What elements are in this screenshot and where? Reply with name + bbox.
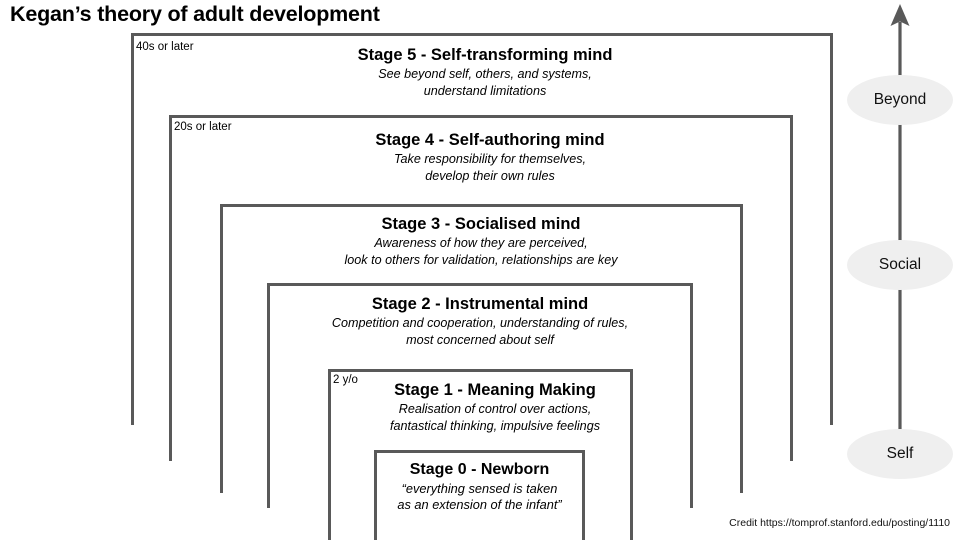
stage-heading-stage-5: Stage 5 - Self-transforming mind — [357, 46, 613, 64]
stage-heading-stage-4: Stage 4 - Self-authoring mind — [375, 131, 605, 149]
stage-text-stage-5: Stage 5 - Self-transforming mind See bey… — [280, 46, 690, 99]
stage-heading-stage-3: Stage 3 - Socialised mind — [381, 215, 581, 233]
upward-arrow-icon — [890, 4, 910, 432]
stage-desc-line: look to others for validation, relations… — [344, 252, 618, 267]
page-title: Kegan’s theory of adult development — [10, 2, 380, 26]
stage-desc-stage-4: Take responsibility for themselves, deve… — [290, 151, 690, 183]
stage-text-stage-1: Stage 1 - Meaning Making Realisation of … — [345, 381, 645, 434]
stage-desc-line: Take responsibility for themselves, — [393, 152, 587, 167]
axis-node-label: Self — [886, 445, 914, 462]
axis-node-beyond: Beyond — [847, 75, 953, 125]
axis-node-social: Social — [847, 240, 953, 290]
stage-desc-line: Awareness of how they are perceived, — [374, 236, 588, 251]
stage-desc-line: Realisation of control over actions, — [398, 402, 592, 417]
stage-desc-stage-2: Competition and cooperation, understandi… — [255, 315, 705, 347]
stage-desc-line: Competition and cooperation, understandi… — [331, 316, 629, 331]
axis-node-label: Social — [878, 256, 922, 273]
credit-text: Credit https://tomprof.stanford.edu/post… — [729, 517, 950, 529]
stage-frame-stage-0 — [374, 450, 585, 540]
stage-desc-line: understand limitations — [423, 83, 547, 98]
stage-desc-stage-3: Awareness of how they are perceived, loo… — [256, 235, 706, 267]
stage-desc-line: most concerned about self — [406, 332, 554, 347]
stage-frame-stage-2 — [267, 283, 693, 508]
age-label-stage-5: 40s or later — [136, 41, 194, 53]
stage-heading-stage-2: Stage 2 - Instrumental mind — [371, 295, 589, 313]
stage-desc-line: develop their own rules — [425, 168, 555, 183]
stage-frame-stage-4 — [169, 115, 793, 461]
stage-desc-line: “everything sensed is taken — [401, 480, 558, 496]
stage-frame-stage-3 — [220, 204, 743, 493]
stage-desc-line: See beyond self, others, and systems, — [378, 67, 592, 82]
stage-heading-stage-1: Stage 1 - Meaning Making — [394, 381, 596, 399]
stage-frame-stage-5 — [131, 33, 833, 425]
stage-text-stage-4: Stage 4 - Self-authoring mind Take respo… — [290, 131, 690, 184]
stage-text-stage-2: Stage 2 - Instrumental mind Competition … — [255, 295, 705, 348]
stage-desc-line: fantastical thinking, impulsive feelings — [389, 418, 600, 433]
axis-node-label: Beyond — [873, 91, 927, 108]
stage-text-stage-0: Stage 0 - Newborn “everything sensed is … — [374, 461, 585, 514]
stage-desc-stage-1: Realisation of control over actions, fan… — [345, 401, 645, 433]
axis-node-self: Self — [847, 429, 953, 479]
stage-desc-stage-5: See beyond self, others, and systems, un… — [280, 66, 690, 98]
age-label-stage-1: 2 y/o — [333, 374, 358, 386]
stage-text-stage-3: Stage 3 - Socialised mind Awareness of h… — [256, 215, 706, 268]
stage-heading-stage-0: Stage 0 - Newborn — [409, 461, 550, 478]
stage-frame-stage-1 — [328, 369, 633, 540]
stage-desc-line: as an extension of the infant” — [397, 497, 562, 513]
age-label-stage-4: 20s or later — [174, 121, 232, 133]
stage-desc-stage-0: “everything sensed is taken as an extens… — [374, 481, 585, 514]
